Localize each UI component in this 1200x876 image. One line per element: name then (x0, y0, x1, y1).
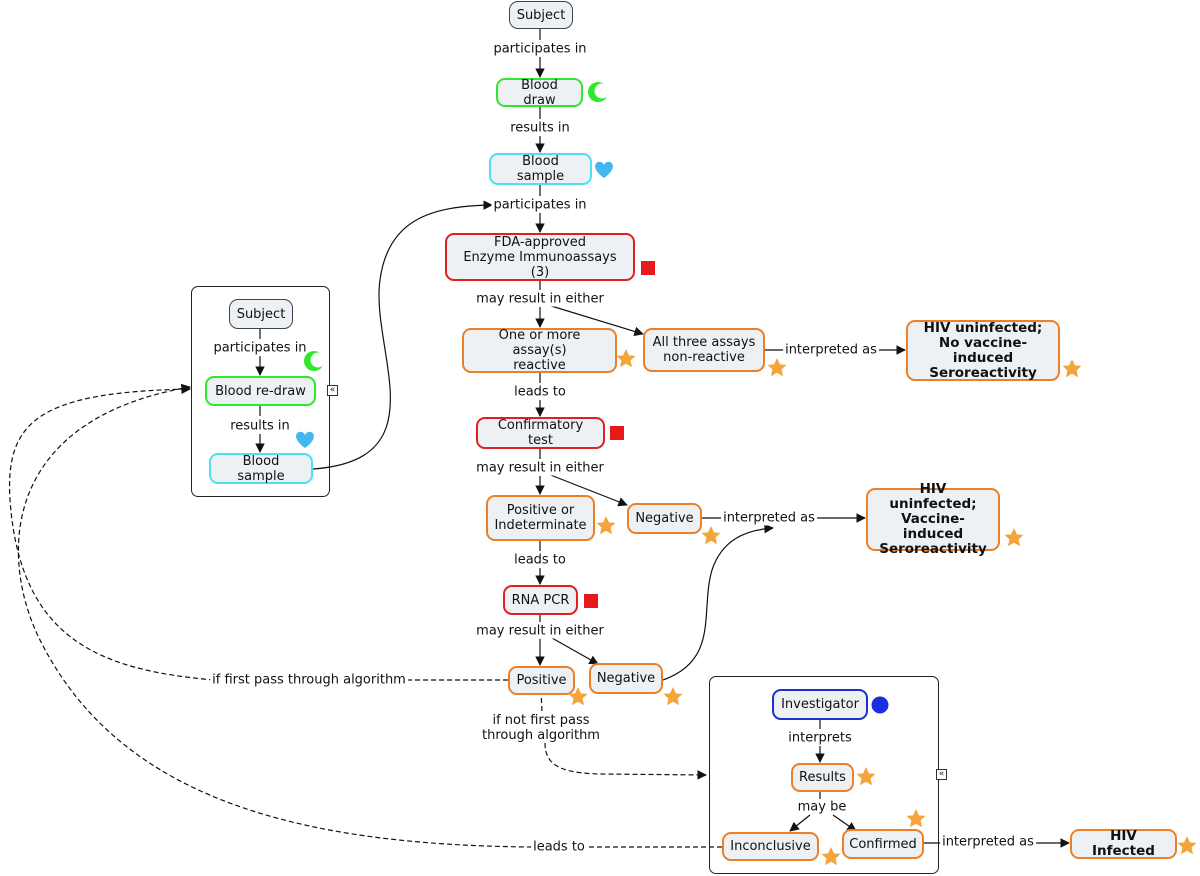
node-subject-top[interactable]: Subject (509, 1, 573, 29)
connector (551, 637, 599, 665)
node-assay-reactive[interactable]: One or more assay(s) reactive (462, 328, 617, 373)
link-leads-to: leads to (531, 839, 587, 855)
node-hiv-uninfected-no-vir[interactable]: HIV uninfected; No vaccine-induced Seror… (906, 320, 1060, 381)
dashed-connector (544, 742, 707, 780)
node-subject-left[interactable]: Subject (229, 299, 293, 329)
connector (547, 304, 644, 337)
connector (789, 814, 811, 832)
node-positive-pcr[interactable]: Positive (508, 666, 575, 695)
link-interprets: interprets (786, 730, 854, 746)
link-may-result: may result in either (474, 291, 606, 307)
node-blood-draw[interactable]: Blood draw (496, 78, 583, 108)
link-if-not-first-pass: if not first pass through algorithm (480, 713, 602, 743)
link-results-in: results in (508, 120, 572, 136)
node-inconclusive[interactable]: Inconclusive (722, 832, 819, 861)
link-if-first-pass: if first pass through algorithm (210, 672, 408, 688)
link-leads-to: leads to (512, 384, 568, 400)
dashed-connector (8, 384, 215, 681)
node-confirmed[interactable]: Confirmed (842, 829, 924, 859)
node-blood-sample-top[interactable]: Blood sample (489, 153, 592, 185)
node-negative-confirm[interactable]: Negative (627, 503, 702, 534)
link-may-be: may be (795, 799, 849, 815)
node-all-non-reactive[interactable]: All three assays non-reactive (643, 328, 765, 372)
node-positive-indeterminate[interactable]: Positive or Indeterminate (486, 495, 595, 541)
link-may-result: may result in either (474, 623, 606, 639)
node-blood-redraw[interactable]: Blood re-draw (205, 376, 316, 406)
link-participates-in: participates in (491, 197, 589, 213)
link-participates-in: participates in (211, 340, 309, 356)
node-rna-pcr[interactable]: RNA PCR (503, 585, 578, 615)
node-hiv-uninfected-vir[interactable]: HIV uninfected; Vaccine-induced Seroreac… (866, 482, 1000, 557)
node-investigator[interactable]: Investigator (772, 689, 868, 720)
node-confirmatory-test[interactable]: Confirmatory test (476, 417, 605, 449)
node-blood-sample-left[interactable]: Blood sample (209, 453, 313, 484)
connector (832, 814, 857, 832)
node-results[interactable]: Results (791, 763, 854, 792)
node-hiv-infected[interactable]: HIV Infected (1070, 829, 1177, 859)
collapse-icon[interactable]: « (327, 385, 338, 396)
link-participates-in: participates in (491, 41, 589, 57)
node-negative-pcr[interactable]: Negative (589, 663, 663, 694)
link-interpreted-as: interpreted as (721, 510, 817, 526)
link-may-result: may result in either (474, 460, 606, 476)
link-interpreted-as: interpreted as (783, 342, 879, 358)
connector (547, 473, 628, 507)
link-leads-to: leads to (512, 552, 568, 568)
node-fda-assays[interactable]: FDA-approved Enzyme Immunoassays (3) (445, 233, 635, 281)
connector (662, 523, 774, 681)
link-interpreted-as: interpreted as (940, 834, 1036, 850)
collapse-icon[interactable]: « (936, 769, 947, 780)
dashed-connector (17, 383, 533, 848)
connector (312, 200, 493, 470)
link-results-in: results in (228, 418, 292, 434)
